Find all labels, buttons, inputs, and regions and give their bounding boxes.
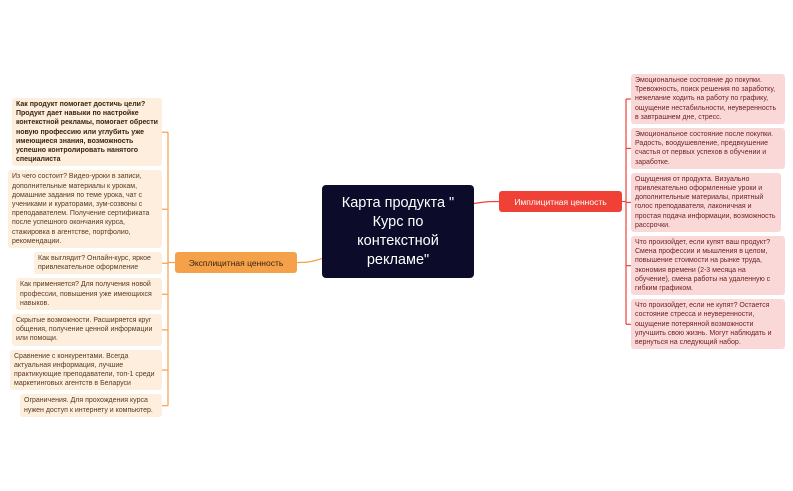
explicit-item-limitations[interactable]: Ограничения. Для прохождения курса нужен…	[20, 394, 162, 417]
implicit-item-after-purchase[interactable]: Эмоциональное состояние после покупки. Р…	[631, 128, 785, 169]
branch-implicit-value[interactable]: Имплицитная ценность	[499, 191, 622, 212]
branch-label: Имплицитная ценность	[514, 196, 607, 207]
central-topic-title: Карта продукта " Курс по контекстной рек…	[341, 194, 455, 268]
center-to-implicit-link	[473, 200, 500, 205]
explicit-item-composition[interactable]: Из чего состоит? Видео-уроки в записи, д…	[8, 170, 162, 249]
explicit-item-competitors[interactable]: Сравнение с конкурентами. Всегда актуаль…	[10, 349, 162, 391]
explicit-item-goal[interactable]: Как продукт помогает достичь цели? Проду…	[12, 98, 162, 167]
explicit-item-hidden-opportunities[interactable]: Скрытые возможности. Расширяется круг об…	[12, 314, 162, 346]
branch-explicit-value[interactable]: Эксплицитная ценность	[175, 252, 297, 273]
central-topic[interactable]: Карта продукта " Курс по контекстной рек…	[322, 185, 474, 278]
center-to-explicit-link	[296, 257, 323, 264]
explicit-items: Как продукт помогает достичь цели? Проду…	[6, 98, 162, 417]
explicit-item-appearance[interactable]: Как выглядит? Онлайн-курс, яркое привлек…	[34, 252, 162, 275]
explicit-item-usage[interactable]: Как применяется? Для получения новой про…	[16, 278, 162, 311]
implicit-item-if-not-buy[interactable]: Что произойдет, если не купят? Остается …	[631, 299, 785, 350]
implicit-item-product-feelings[interactable]: Ощущения от продукта. Визуально привлека…	[631, 172, 781, 233]
implicit-items: Эмоциональное состояние до покупки. Трев…	[631, 74, 787, 350]
branch-label: Эксплицитная ценность	[188, 257, 284, 268]
implicit-item-if-buy[interactable]: Что произойдет, если купят ваш продукт? …	[631, 236, 785, 296]
implicit-item-before-purchase[interactable]: Эмоциональное состояние до покупки. Трев…	[631, 74, 785, 125]
